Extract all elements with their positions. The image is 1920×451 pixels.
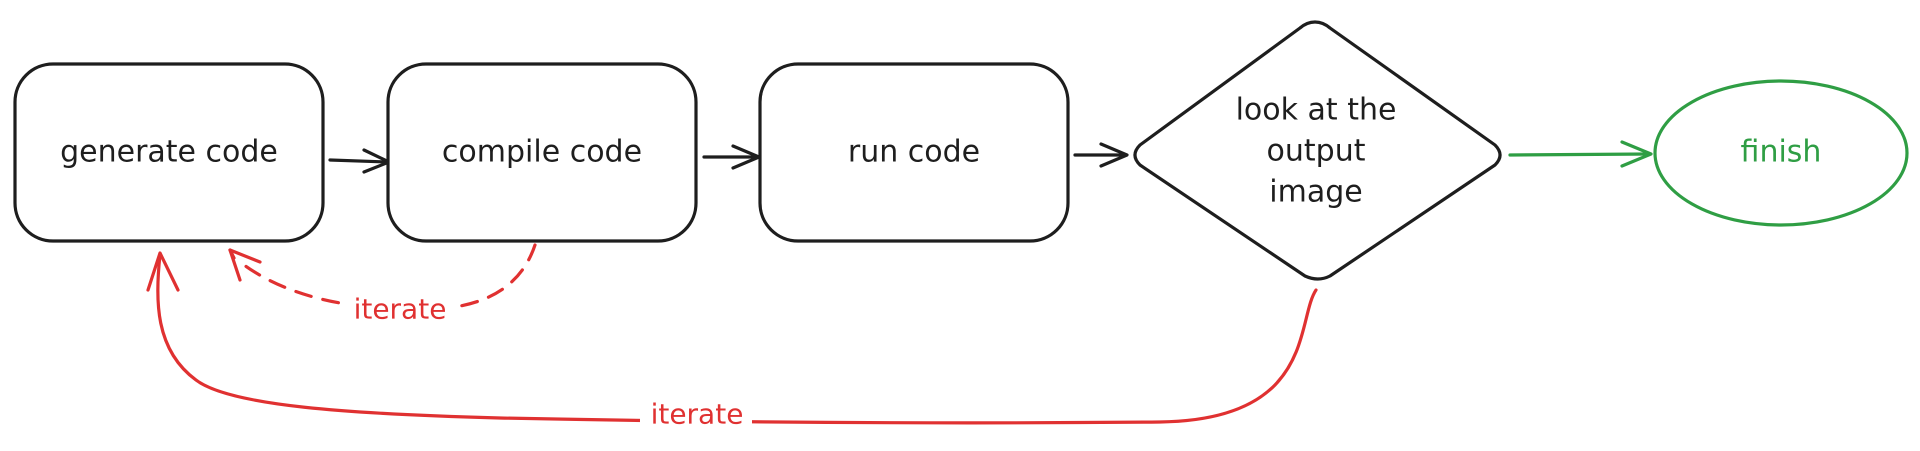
node-compile-code-label: compile code (442, 135, 642, 170)
node-generate-code-box (13, 62, 325, 243)
node-finish-label: finish (1741, 135, 1822, 170)
node-generate-code: generate code (13, 62, 325, 243)
node-look-at-output-image-line-3: image (1269, 175, 1362, 210)
node-finish-ellipse (1653, 79, 1909, 227)
node-look-at-output-image-diamond (1133, 20, 1502, 281)
node-compile-code: compile code (386, 62, 698, 243)
node-run-code-box (758, 62, 1070, 243)
edge-look-iterate-label-bg (640, 398, 752, 432)
node-run-code-label: run code (848, 135, 980, 170)
edge-compile-iterate-label: iterate (354, 293, 447, 326)
node-run-code: run code (758, 62, 1070, 243)
edge-run-to-look-arrowhead (1099, 142, 1129, 168)
edge-generate-to-compile (328, 148, 391, 174)
node-look-at-output-image-line-1: look at the (1236, 93, 1397, 128)
edge-generate-to-compile-line (328, 158, 390, 164)
edge-compile-to-run (702, 144, 761, 170)
edge-look-iterate: iterate (146, 251, 1318, 432)
edge-look-to-finish-arrowhead (1620, 140, 1653, 168)
node-finish: finish (1653, 79, 1909, 227)
node-generate-code-label: generate code (60, 135, 278, 170)
edge-look-iterate-label: iterate (651, 398, 744, 431)
edge-compile-iterate: iterate (228, 243, 537, 326)
edge-compile-iterate-label-bg (340, 292, 460, 326)
edge-look-iterate-arrowhead (146, 251, 180, 292)
edge-look-to-finish (1508, 140, 1653, 168)
node-look-at-output-image: look at the output image (1133, 20, 1502, 281)
edge-look-to-finish-line (1508, 152, 1652, 157)
node-look-at-output-image-line-2: output (1267, 134, 1366, 169)
edge-run-to-look (1073, 142, 1129, 168)
node-compile-code-box (386, 62, 698, 243)
edge-compile-iterate-arrowhead-2 (228, 248, 242, 282)
edge-look-iterate-line (156, 253, 1318, 425)
